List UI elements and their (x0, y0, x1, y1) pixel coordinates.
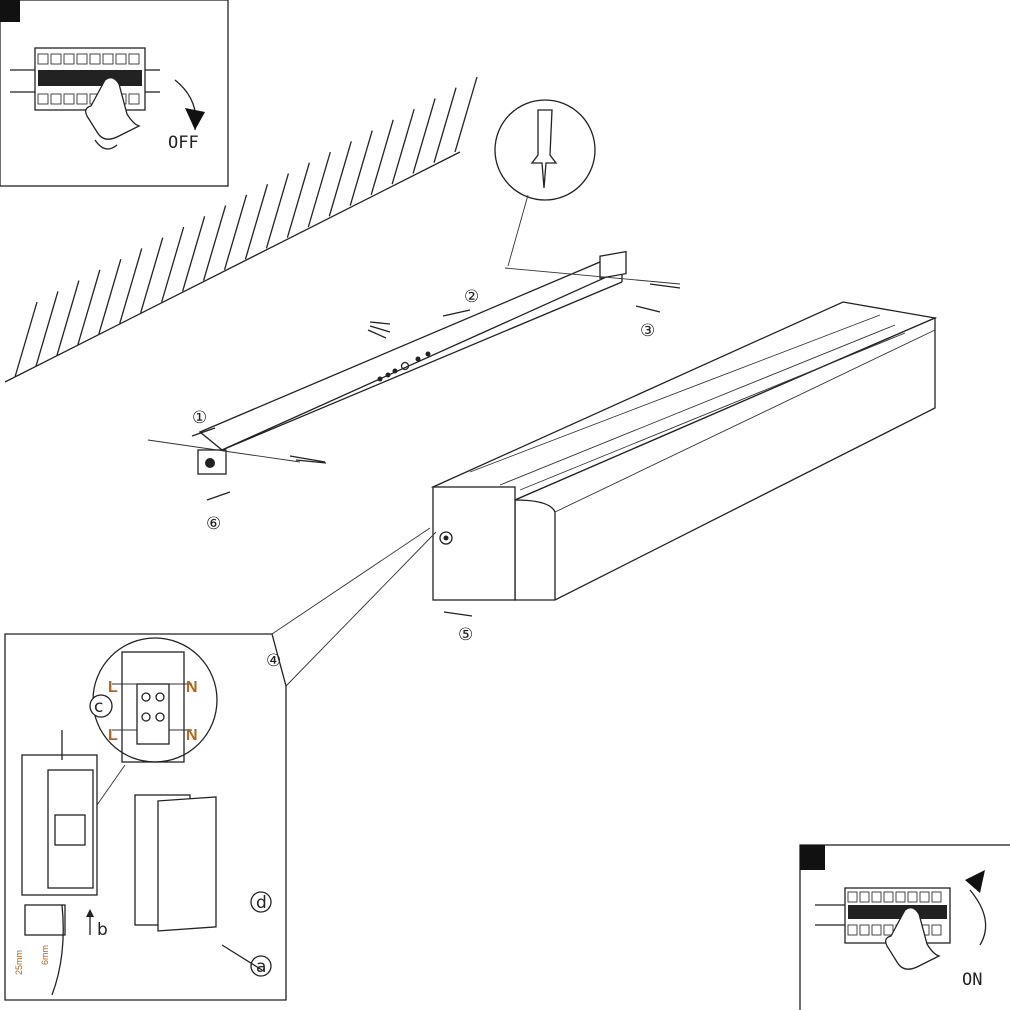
step-d-label: d (256, 893, 267, 913)
step-b-label: b (97, 920, 108, 940)
step-a-label: a (256, 957, 266, 977)
hatch-line (307, 151, 331, 228)
hatch-line (370, 119, 394, 196)
hatch-line (328, 141, 352, 217)
breaker-module (63, 53, 75, 65)
screw-icon-right (649, 283, 681, 289)
breaker-module (883, 891, 894, 903)
hatch-line (35, 291, 59, 367)
hatch-line (181, 216, 206, 292)
power-cable (279, 294, 391, 339)
step-4-label: ④ (266, 651, 281, 671)
rotate-arrow-on-icon (969, 889, 987, 946)
breaker-module (115, 53, 127, 65)
breaker-module (883, 924, 894, 936)
breaker-module (895, 891, 906, 903)
breaker-module (89, 53, 101, 65)
live-label-top: L (108, 679, 118, 696)
strip-length-label: 25mm (14, 950, 24, 975)
breaker-panel-icon (10, 47, 160, 150)
step-c-label: c (94, 697, 103, 717)
breaker-module (847, 924, 858, 936)
hand-icon-on (885, 907, 941, 970)
breaker-module (63, 93, 75, 105)
core-strip-label: 6mm (40, 945, 50, 965)
step-marker-square-on (800, 845, 825, 870)
hatch-line (202, 205, 227, 281)
breaker-module (931, 924, 942, 936)
hatch-line (161, 226, 185, 303)
wiring-detail-inset: L N L N c 25mm 6mm b d a (4, 633, 287, 1001)
junction-box (21, 754, 98, 896)
wall-plug-detail (494, 99, 596, 267)
hatch-line (286, 162, 311, 238)
switch-on-inset: ON (799, 844, 1010, 1010)
hatch-line (433, 87, 457, 163)
step-3-label: ③ (640, 321, 655, 341)
breaker-module (50, 93, 62, 105)
breaker-module (871, 924, 882, 936)
wall-hatching (4, 76, 478, 383)
off-label: OFF (168, 133, 199, 153)
breaker-module (76, 53, 88, 65)
hatch-line (223, 194, 248, 271)
screwdriver-icon (221, 944, 263, 971)
breaker-module (37, 53, 49, 65)
hatch-line (119, 248, 143, 324)
breaker-module (50, 53, 62, 65)
breaker-module (859, 924, 870, 936)
breaker-module (128, 53, 140, 65)
hatch-line (98, 258, 122, 335)
neutral-label-top: N (186, 679, 198, 696)
hatch-line (265, 173, 290, 249)
step-arrows (191, 305, 661, 617)
mounting-bracket (147, 250, 681, 475)
breaker-module (76, 93, 88, 105)
breaker-module (102, 53, 114, 65)
hand-icon (85, 77, 141, 140)
breaker-module (919, 891, 930, 903)
live-label-bottom: L (108, 727, 118, 744)
on-label: ON (962, 970, 982, 990)
step-marker-square (0, 0, 20, 22)
hatch-line (391, 108, 415, 185)
step-5-label: ⑤ (458, 625, 473, 645)
breaker-module (847, 891, 858, 903)
hatch-line (56, 280, 80, 356)
step-1-label: ① (192, 408, 207, 428)
hatch-line (412, 98, 436, 174)
cover-plate (157, 796, 217, 932)
hatch-line (349, 130, 373, 206)
switch-off-inset: OFF (0, 0, 229, 187)
breaker-module (931, 891, 942, 903)
breaker-module (871, 891, 882, 903)
hatch-line (454, 76, 478, 153)
breaker-module (37, 93, 49, 105)
lamp-screw-icon (439, 531, 453, 545)
hatch-line (244, 183, 269, 260)
neutral-label-bottom: N (186, 727, 198, 744)
breaker-module (859, 891, 870, 903)
step-2-label: ② (464, 287, 479, 307)
hatch-line (140, 237, 164, 313)
hatch-line (14, 301, 38, 378)
breaker-module (907, 891, 918, 903)
screw-icon (289, 455, 327, 464)
breaker-module (128, 93, 140, 105)
hatch-line (77, 269, 101, 346)
wall-lamp-body (430, 301, 938, 601)
step-6-label: ⑥ (206, 514, 221, 534)
